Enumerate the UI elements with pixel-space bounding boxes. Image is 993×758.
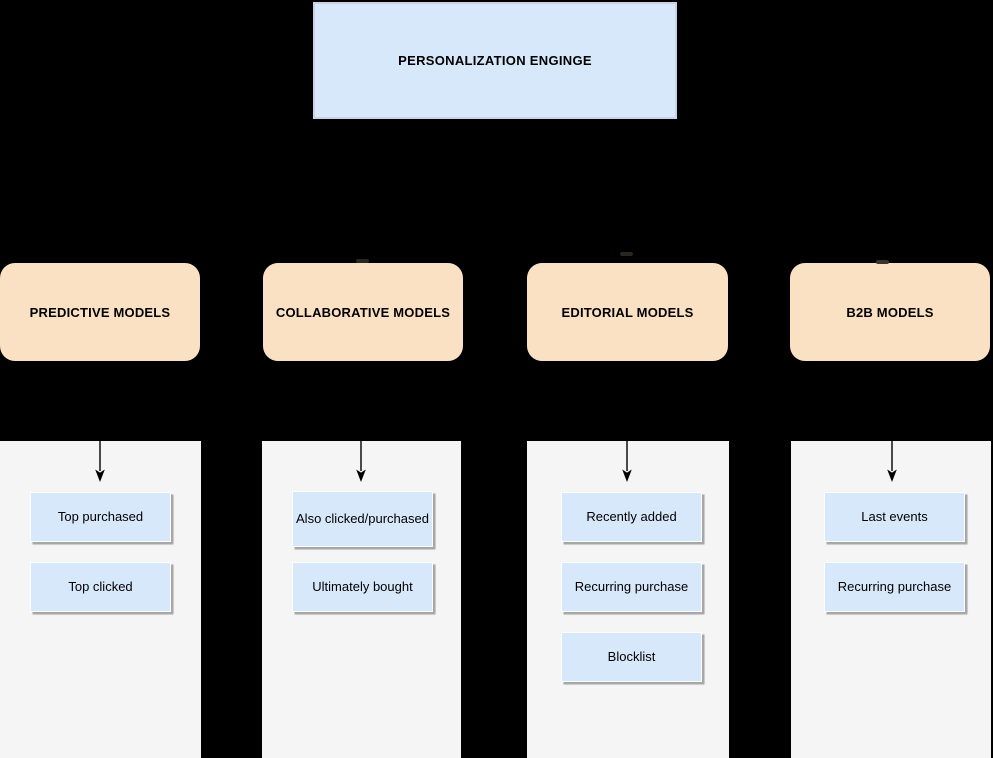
category-node-b2b: B2B MODELS: [790, 263, 990, 361]
down-arrow-icon: [622, 441, 632, 482]
panel-predictive: Top purchased Top clicked: [0, 441, 201, 758]
item-recurring-purchase: Recurring purchase: [561, 562, 702, 612]
connector-arrowhead-icon: [356, 259, 369, 263]
item-label: Recurring purchase: [837, 578, 952, 594]
category-node-predictive: PREDICTIVE MODELS: [0, 263, 200, 361]
item-blocklist: Blocklist: [561, 632, 702, 682]
category-label-b2b: B2B MODELS: [846, 304, 934, 320]
item-top-purchased: Top purchased: [30, 492, 171, 542]
panel-collaborative: Also clicked/purchased Ultimately bought: [262, 441, 461, 758]
item-label: Recurring purchase: [574, 578, 689, 594]
item-label: Top clicked: [68, 578, 133, 594]
item-top-clicked: Top clicked: [30, 562, 171, 612]
down-arrow-icon: [95, 441, 105, 482]
category-label-editorial: EDITORIAL MODELS: [561, 304, 694, 320]
down-arrow-icon: [887, 441, 897, 482]
category-node-editorial: EDITORIAL MODELS: [527, 263, 728, 361]
item-label: Top purchased: [57, 508, 144, 524]
item-recently-added: Recently added: [561, 492, 702, 542]
item-recurring-purchase: Recurring purchase: [824, 562, 965, 612]
personalization-engine-node: PERSONALIZATION ENGINGE: [313, 2, 677, 119]
panel-editorial: Recently added Recurring purchase Blockl…: [527, 441, 729, 758]
item-label: Blocklist: [607, 648, 656, 664]
item-ultimately-bought: Ultimately bought: [292, 562, 433, 612]
item-label: Recently added: [586, 508, 677, 524]
category-label-collaborative: COLLABORATIVE MODELS: [275, 304, 451, 320]
item-label: Last events: [861, 508, 928, 524]
personalization-engine-label: PERSONALIZATION ENGINGE: [398, 53, 592, 68]
connector-arrowhead-icon: [620, 252, 633, 256]
category-label-predictive: PREDICTIVE MODELS: [29, 304, 171, 320]
item-last-events: Last events: [824, 492, 965, 542]
connector-arrowhead-icon: [876, 260, 889, 264]
item-also-clicked-purchased: Also clicked/purchased: [292, 491, 433, 547]
panel-b2b: Last events Recurring purchase: [791, 441, 991, 758]
category-node-collaborative: COLLABORATIVE MODELS: [263, 263, 463, 361]
item-label: Also clicked/purchased: [296, 510, 429, 526]
item-label: Ultimately bought: [312, 578, 413, 594]
down-arrow-icon: [356, 441, 366, 482]
